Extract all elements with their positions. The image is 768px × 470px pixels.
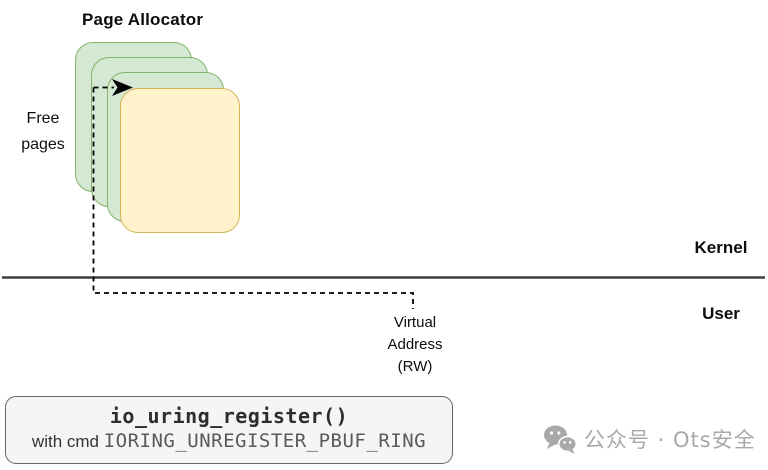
watermark-text: 公众号 · Ots安全 bbox=[584, 428, 756, 452]
code-cmd-line: with cmd IORING_UNREGISTER_PBUF_RING bbox=[6, 430, 452, 452]
watermark: 公众号 · Ots安全 bbox=[543, 424, 756, 454]
allocated-page bbox=[120, 88, 240, 233]
kernel-label: Kernel bbox=[694, 238, 748, 257]
code-function-name: io_uring_register() bbox=[109, 404, 349, 428]
page-allocator-title: Page Allocator bbox=[82, 10, 204, 29]
user-label: User bbox=[702, 304, 740, 323]
free-pages-label: Free pages bbox=[21, 110, 65, 153]
virtual-address-label: Virtual Address (RW) bbox=[387, 314, 443, 375]
code-cmd-value: IORING_UNREGISTER_PBUF_RING bbox=[103, 430, 427, 452]
code-cmd-prefix: with cmd bbox=[31, 432, 104, 451]
wechat-icon bbox=[544, 425, 577, 454]
code-box: io_uring_register() with cmd IORING_UNRE… bbox=[5, 396, 453, 464]
